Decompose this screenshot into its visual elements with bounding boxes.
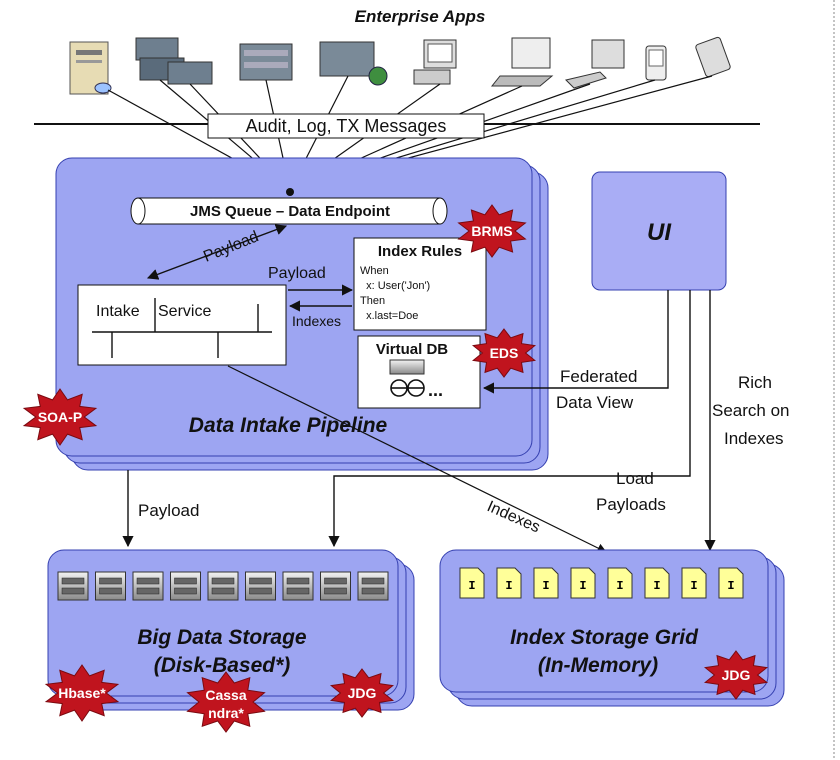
intake-service-box — [77, 284, 287, 366]
jdg-right-label: JDG — [722, 667, 751, 683]
virtual-db-title: Virtual DB — [376, 341, 448, 358]
vdb-ellipsis: ... — [428, 380, 443, 400]
cassandra-badge: Cassa ndra* — [186, 671, 266, 733]
rich-label-2: Search on — [712, 401, 790, 420]
index-glyph: I — [505, 579, 512, 593]
index-glyph: I — [579, 579, 586, 593]
index-file-icon: I — [644, 567, 670, 599]
index-grid-title-2: (In-Memory) — [538, 654, 658, 677]
disk-icon — [282, 571, 314, 601]
server-tower-icon — [69, 41, 112, 95]
payload-diag-arrow — [146, 224, 288, 280]
rich-label-1: Rich — [738, 373, 772, 392]
ui-box — [591, 171, 727, 291]
service-label: Service — [158, 303, 211, 320]
index-grid-title-1: Index Storage Grid — [510, 626, 699, 649]
intake-label: Intake — [96, 303, 140, 320]
audit-box — [207, 113, 485, 139]
audit-label: Audit, Log, TX Messages — [246, 116, 447, 136]
disk-icon — [170, 571, 201, 601]
index-file-icon: I — [718, 567, 744, 599]
cassandra-label-1: Cassa — [205, 687, 246, 703]
payload-down-label: Payload — [138, 501, 199, 520]
index-glyph: I — [653, 579, 660, 593]
index-glyph: I — [727, 579, 734, 593]
disk-icon — [57, 571, 89, 601]
desktop-computer-icon — [413, 39, 457, 85]
disk-icon — [132, 571, 164, 601]
intake-service-bus — [92, 298, 272, 358]
server-rack-icon-1 — [135, 37, 213, 85]
index-glyph: I — [468, 579, 475, 593]
index-glyph: I — [616, 579, 623, 593]
server-rack-icon-2 — [239, 43, 293, 81]
tablet-icon — [695, 36, 731, 78]
index-rules-box — [353, 237, 487, 331]
big-storage-title-1: Big Data Storage — [137, 626, 307, 649]
ui-label: UI — [647, 219, 672, 246]
index-file-icon: I — [607, 567, 633, 599]
rules-line-4: x.last=Doe — [360, 310, 418, 322]
disk-icon — [245, 571, 276, 601]
indexes-diag-arrow — [227, 365, 607, 553]
load-payloads-arrow — [328, 290, 691, 548]
laptop-icon — [490, 37, 554, 87]
index-file-icon: I — [459, 567, 485, 599]
load-label-2: Payloads — [596, 495, 666, 514]
indexes-back-label: Indexes — [292, 313, 341, 329]
eds-badge: EDS — [471, 328, 537, 378]
vdb-disk-icon — [389, 359, 425, 375]
thin-client-icon — [565, 39, 625, 89]
brms-label: BRMS — [471, 223, 512, 239]
federated-label-1: Federated — [560, 367, 638, 386]
jdg-left-badge: JDG — [329, 668, 395, 718]
vdb-database-icon — [390, 379, 425, 397]
disk-icon — [320, 571, 351, 601]
payload-right-label: Payload — [268, 265, 326, 282]
rich-label-3: Indexes — [724, 429, 784, 448]
cassandra-label-2: ndra* — [208, 705, 244, 721]
index-glyph: I — [542, 579, 549, 593]
index-file-icon: I — [570, 567, 596, 599]
disk-icon — [95, 571, 126, 601]
hbase-label: Hbase* — [58, 685, 106, 701]
enterprise-apps-title: Enterprise Apps — [355, 7, 486, 26]
eds-label: EDS — [490, 345, 519, 361]
jms-queue-cylinder — [130, 197, 448, 225]
queue-label: JMS Queue – Data Endpoint — [190, 203, 390, 220]
federated-arrow — [482, 290, 669, 394]
rules-line-3: Then — [360, 295, 385, 307]
queue-endpoint-dot — [286, 188, 294, 196]
index-glyph: I — [690, 579, 697, 593]
federated-label-2: Data View — [556, 393, 634, 412]
pipeline-title: Data Intake Pipeline — [189, 414, 388, 437]
index-file-icon: I — [496, 567, 522, 599]
disk-icon — [207, 571, 239, 601]
soap-label: SOA-P — [38, 409, 82, 425]
hbase-badge: Hbase* — [44, 664, 120, 722]
rules-line-1: When — [360, 265, 389, 277]
disk-icons — [57, 571, 389, 601]
pda-icon — [645, 45, 667, 81]
big-storage-title-2: (Disk-Based*) — [154, 654, 291, 677]
jdg-right-badge: JDG — [703, 650, 769, 700]
indexes-diag-label: Indexes — [484, 498, 542, 536]
index-file-icon: I — [533, 567, 559, 599]
disk-icon — [357, 571, 389, 601]
soap-badge: SOA-P — [22, 388, 98, 446]
brms-badge: BRMS — [457, 204, 527, 258]
jdg-left-label: JDG — [348, 685, 377, 701]
index-rules-title: Index Rules — [378, 243, 462, 260]
rules-line-2: x: User('Jon') — [360, 280, 430, 292]
index-file-icon: I — [681, 567, 707, 599]
network-server-icon — [319, 41, 388, 86]
load-label-1: Load — [616, 469, 654, 488]
